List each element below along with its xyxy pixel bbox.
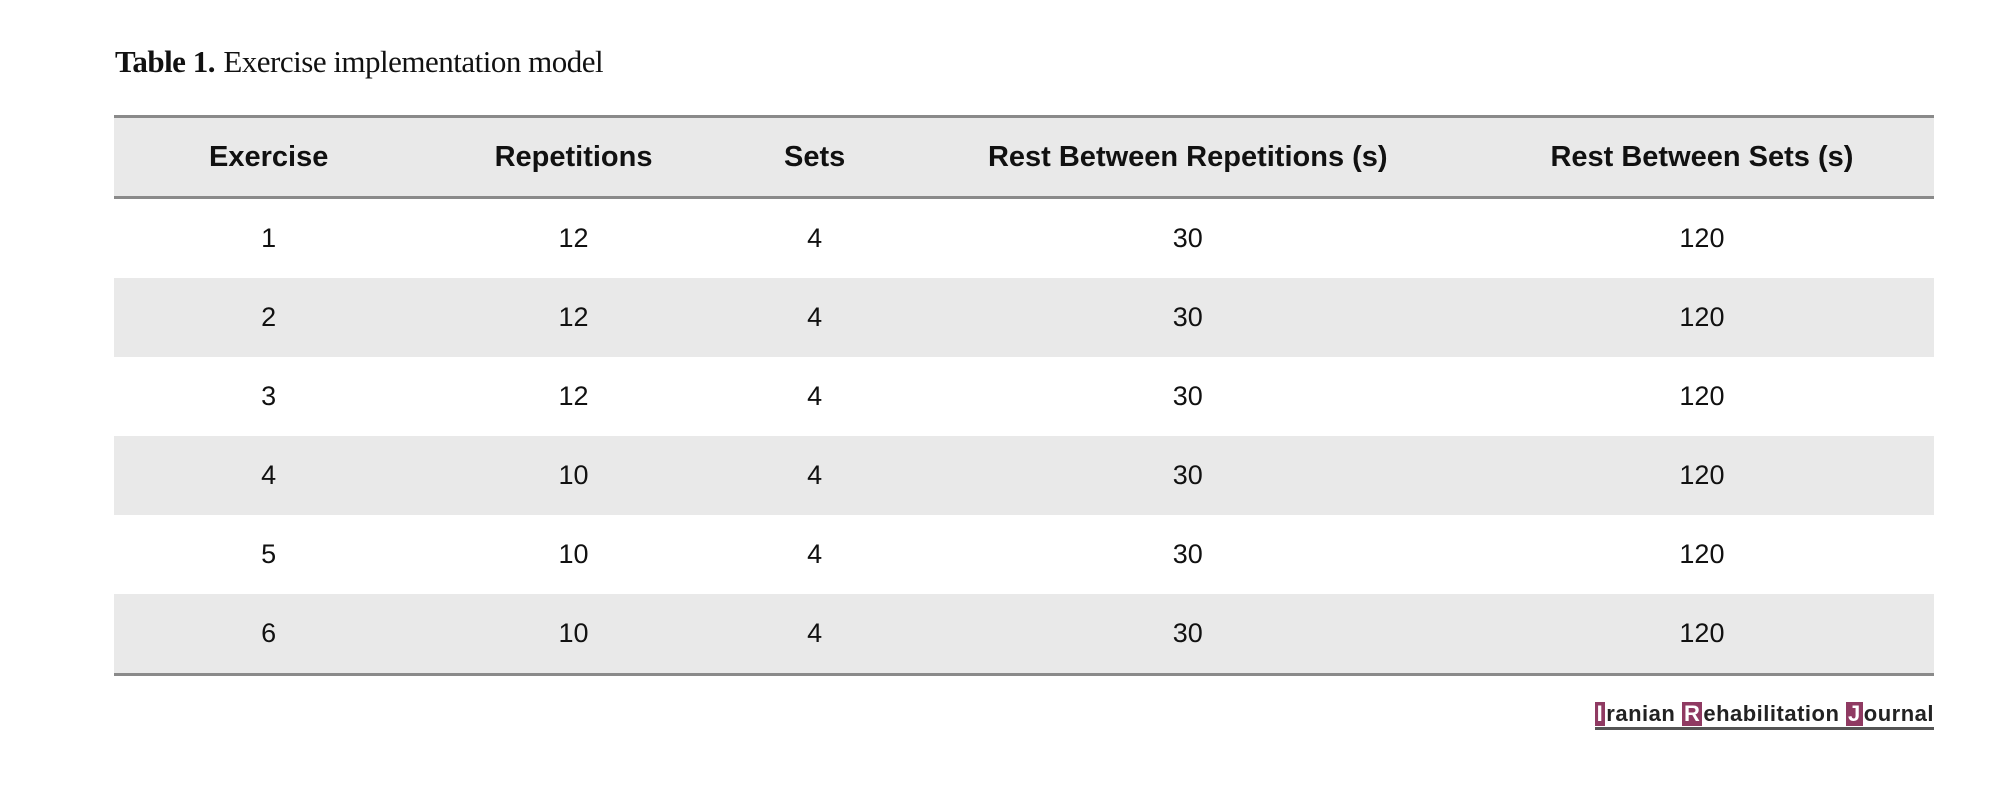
table-caption: Table 1. Exercise implementation model	[115, 44, 604, 80]
header-sets: Sets	[784, 140, 846, 173]
table-header-row: Exercise Repetitions Sets Rest Between R…	[114, 116, 1934, 198]
table-row: 4 10 4 30 120	[114, 436, 1934, 515]
logo-initial-j: J	[1846, 701, 1863, 726]
logo-initial-r: R	[1681, 701, 1703, 726]
logo-initial-i: I	[1594, 701, 1606, 726]
cell-sets: 4	[807, 381, 823, 411]
cell-rest-between-sets: 120	[1679, 618, 1725, 648]
cell-sets: 4	[807, 302, 823, 332]
cell-rest-between-sets: 120	[1679, 381, 1725, 411]
table-row: 5 10 4 30 120	[114, 515, 1934, 594]
cell-exercise: 6	[261, 618, 277, 648]
cell-rest-between-repetitions: 30	[1172, 539, 1203, 569]
cell-repetitions: 12	[558, 223, 589, 253]
header-rest-between-sets: Rest Between Sets (s)	[1550, 140, 1854, 173]
cell-repetitions: 12	[558, 381, 589, 411]
cell-rest-between-sets: 120	[1679, 460, 1725, 490]
cell-exercise: 3	[261, 381, 277, 411]
cell-repetitions: 10	[558, 539, 589, 569]
cell-rest-between-sets: 120	[1679, 223, 1725, 253]
cell-exercise: 5	[261, 539, 277, 569]
cell-rest-between-repetitions: 30	[1172, 618, 1203, 648]
table-row: 6 10 4 30 120	[114, 594, 1934, 675]
cell-sets: 4	[807, 223, 823, 253]
header-exercise: Exercise	[209, 140, 329, 173]
caption-label: Table 1.	[115, 44, 215, 79]
cell-rest-between-repetitions: 30	[1172, 460, 1203, 490]
cell-rest-between-sets: 120	[1679, 539, 1725, 569]
logo-text: ehabilitation	[1703, 701, 1847, 726]
cell-exercise: 1	[261, 223, 277, 253]
table-row: 2 12 4 30 120	[114, 278, 1934, 357]
logo-text: ranian	[1606, 701, 1682, 726]
cell-rest-between-sets: 120	[1679, 302, 1725, 332]
cell-rest-between-repetitions: 30	[1172, 381, 1203, 411]
table-row: 1 12 4 30 120	[114, 198, 1934, 279]
logo-text: ournal	[1863, 701, 1934, 726]
cell-repetitions: 10	[558, 460, 589, 490]
caption-text: Exercise implementation model	[223, 44, 604, 79]
header-rest-between-repetitions: Rest Between Repetitions (s)	[987, 140, 1388, 173]
cell-rest-between-repetitions: 30	[1172, 223, 1203, 253]
exercise-table: Exercise Repetitions Sets Rest Between R…	[114, 115, 1934, 676]
cell-rest-between-repetitions: 30	[1172, 302, 1203, 332]
header-repetitions: Repetitions	[494, 140, 653, 173]
cell-repetitions: 10	[558, 618, 589, 648]
cell-sets: 4	[807, 618, 823, 648]
cell-sets: 4	[807, 539, 823, 569]
table-row: 3 12 4 30 120	[114, 357, 1934, 436]
cell-exercise: 4	[261, 460, 277, 490]
cell-repetitions: 12	[558, 302, 589, 332]
cell-exercise: 2	[261, 302, 277, 332]
cell-sets: 4	[807, 460, 823, 490]
